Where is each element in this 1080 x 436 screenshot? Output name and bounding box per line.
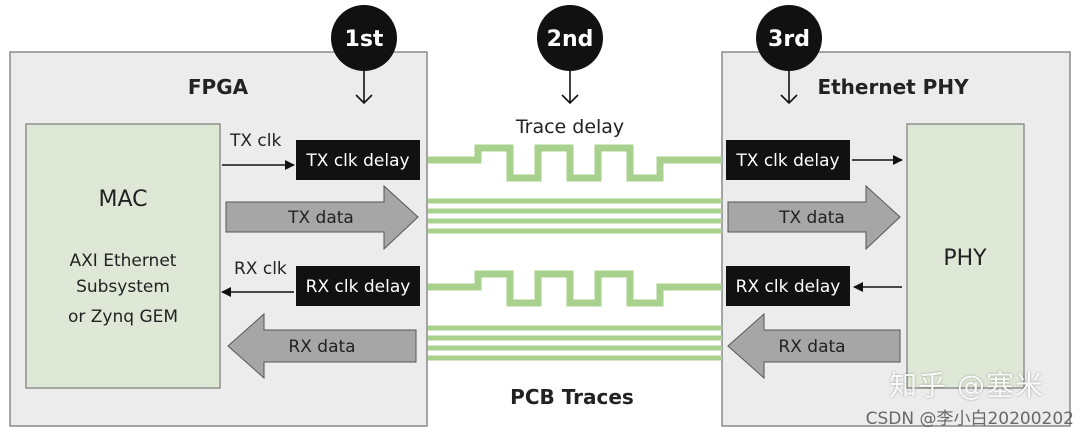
- fpga-tx-clk-delay-box: [296, 140, 420, 180]
- marker-3rd-label: 3rd: [768, 27, 810, 52]
- rx-clk-label: RX clk: [234, 259, 287, 279]
- mac-desc-line-2: Subsystem: [76, 277, 170, 297]
- tx-clk-label: TX clk: [229, 131, 282, 151]
- watermark: 知乎 @塞米: [889, 369, 1044, 402]
- phy-tx-clk-delay-label: TX clk delay: [735, 151, 839, 171]
- marker-2nd-label: 2nd: [547, 27, 594, 52]
- fpga-rx-data-label: RX data: [288, 337, 355, 357]
- trace-delay-label: Trace delay: [515, 116, 624, 138]
- fpga-tx-data-label: TX data: [287, 208, 354, 228]
- tx-clk-trace: [428, 144, 722, 182]
- fpga-tx-clk-delay-label: TX clk delay: [305, 151, 409, 171]
- mac-desc-line-3: or Zynq GEM: [68, 307, 178, 327]
- fpga-rx-clk-delay-box: [296, 266, 420, 306]
- marker-1st-label: 1st: [345, 27, 384, 52]
- mac-label: MAC: [98, 187, 147, 212]
- marker-1st: 1st: [331, 5, 397, 105]
- phy-rx-clk-delay-label: RX clk delay: [736, 277, 841, 297]
- phy-tx-data-label: TX data: [778, 208, 845, 228]
- rx-data-traces: [428, 325, 722, 361]
- pcb-traces-label: PCB Traces: [510, 385, 634, 409]
- ethernet-phy-title: Ethernet PHY: [817, 75, 969, 99]
- phy-rx-data-label: RX data: [778, 337, 845, 357]
- tx-data-traces: [428, 198, 722, 234]
- fpga-rx-clk-delay-label: RX clk delay: [306, 277, 411, 297]
- fpga-rx-data-arrow: [227, 312, 417, 380]
- phy-rx-clk-delay-box: [726, 266, 850, 306]
- phy-tx-clk-delay-box: [726, 140, 850, 180]
- phy-label: PHY: [943, 246, 987, 271]
- marker-3rd: 3rd: [756, 5, 822, 105]
- phy-box: [906, 123, 1025, 389]
- fpga-tx-data-arrow: [225, 184, 419, 251]
- fpga-title: FPGA: [188, 75, 249, 99]
- rx-clk-trace: [428, 270, 722, 307]
- credit-text: CSDN @李小白20200202: [865, 409, 1074, 429]
- phy-tx-data-arrow: [727, 184, 901, 251]
- marker-2nd: 2nd: [537, 5, 603, 105]
- phy-rx-data-arrow: [727, 312, 901, 380]
- mac-desc-line-1: AXI Ethernet: [70, 251, 177, 271]
- mac-box: [25, 123, 221, 389]
